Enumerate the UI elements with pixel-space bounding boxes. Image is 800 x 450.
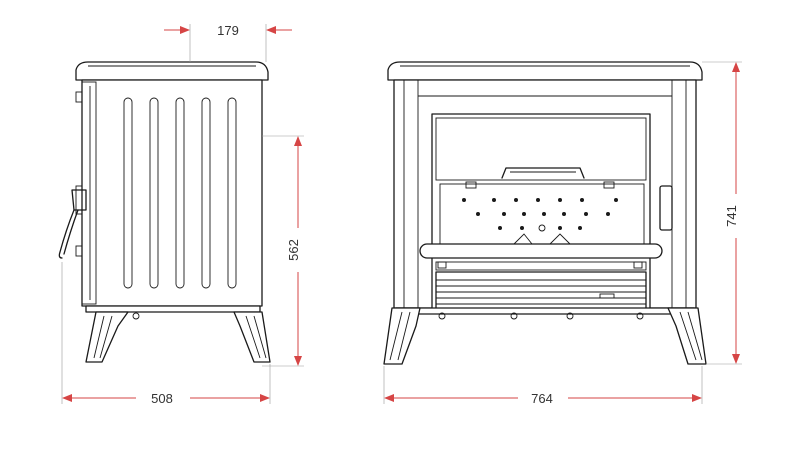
side-body	[81, 79, 263, 307]
air-holes	[462, 198, 618, 230]
front-top-plate	[387, 61, 703, 81]
side-view	[58, 61, 271, 363]
dimension-side-depth: 508	[61, 262, 271, 406]
dim-label-562: 562	[286, 239, 301, 261]
dim-label-741: 741	[724, 205, 739, 227]
dimension-side-height: 562	[262, 135, 304, 367]
dimension-front-width: 764	[383, 366, 703, 406]
dim-label-179: 179	[217, 23, 239, 38]
side-ribs	[123, 97, 237, 289]
dimension-side-top-depth: 179	[164, 23, 292, 62]
dim-label-764: 764	[531, 391, 553, 406]
dimension-front-height: 741	[702, 61, 742, 365]
side-top-plate	[75, 61, 269, 81]
side-door-handle	[58, 185, 87, 259]
front-bar	[419, 243, 663, 259]
ash-pan	[435, 271, 647, 311]
side-feet	[85, 311, 271, 363]
front-feet	[383, 307, 707, 365]
dim-label-508: 508	[151, 391, 173, 406]
front-view	[383, 61, 707, 365]
